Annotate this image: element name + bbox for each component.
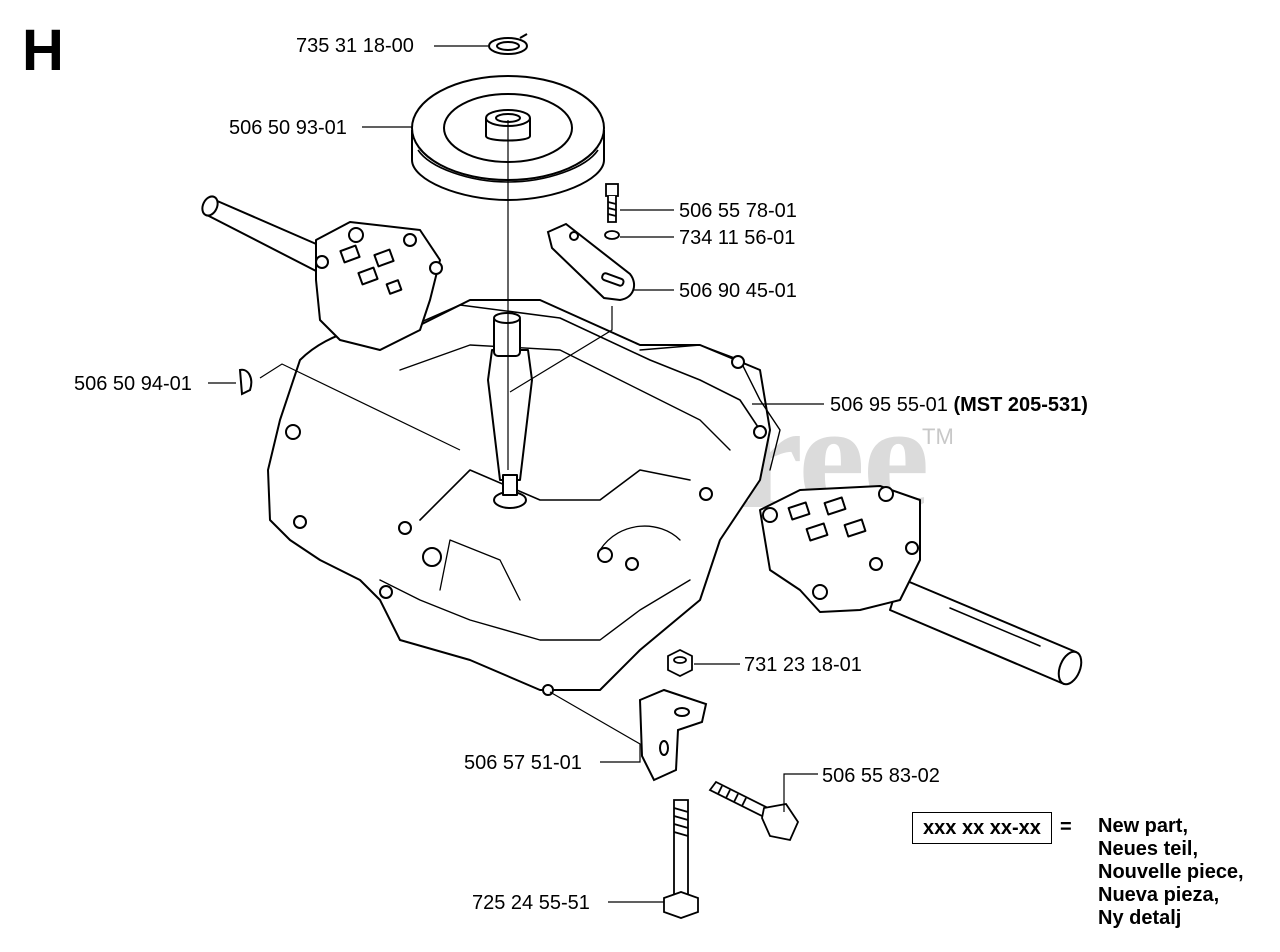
small-bolt — [605, 183, 619, 223]
legend-line: Ny detalj — [1098, 907, 1182, 929]
part-number: 731 23 18-01 — [744, 654, 862, 676]
part-number: 725 24 55-51 — [472, 892, 590, 914]
watermark-trademark: TM — [922, 424, 954, 449]
callout-506-95-55-01[interactable]: 506 95 55-01 (MST 205-531) — [830, 395, 1088, 415]
section-letter: H — [22, 18, 64, 83]
vertical-bolt — [663, 799, 699, 919]
hex-nut — [667, 648, 693, 678]
callout-506-55-78-01[interactable]: 506 55 78-01 — [679, 201, 797, 221]
right-bearing-block — [759, 485, 921, 613]
legend-line: Nueva pieza, — [1098, 884, 1220, 906]
right-axle-shaft — [889, 577, 1083, 686]
input-shaft — [487, 312, 533, 509]
legend-code-box: xxx xx xx-xx — [912, 812, 1052, 844]
link-plate — [546, 222, 636, 302]
callout-506-50-93-01[interactable]: 506 50 93-01 — [229, 118, 347, 138]
part-number: 506 55 83-02 — [822, 765, 940, 787]
legend-line: Nouvelle piece, — [1098, 861, 1244, 883]
washer — [604, 230, 620, 240]
legend-equals: = — [1060, 816, 1072, 838]
part-number: 735 31 18-00 — [296, 35, 414, 57]
callout-506-57-51-01[interactable]: 506 57 51-01 — [464, 753, 582, 773]
legend-line: Neues teil, — [1098, 838, 1199, 860]
part-number: 506 55 78-01 — [679, 200, 797, 222]
callout-725-24-55-51[interactable]: 725 24 55-51 — [472, 893, 590, 913]
long-bolt — [708, 780, 800, 842]
leader-lines — [208, 45, 824, 903]
retaining-ring — [488, 33, 528, 55]
left-axle-shaft — [201, 195, 331, 273]
callout-735-31-18-00[interactable]: 735 31 18-00 — [296, 36, 414, 56]
part-number: 506 57 51-01 — [464, 752, 582, 774]
part-number: 506 50 94-01 — [74, 373, 192, 395]
left-bearing-block — [315, 221, 443, 351]
angle-bracket — [638, 688, 708, 782]
part-number: 734 11 56-01 — [679, 227, 796, 249]
callout-506-50-94-01[interactable]: 506 50 94-01 — [74, 374, 192, 394]
callout-506-90-45-01[interactable]: 506 90 45-01 — [679, 281, 797, 301]
part-number: 506 50 93-01 — [229, 117, 347, 139]
legend-new-part-list: New part, Neues teil, Nouvelle piece, Nu… — [1098, 815, 1244, 930]
callout-506-55-83-02[interactable]: 506 55 83-02 — [822, 766, 940, 786]
woodruff-key — [238, 368, 253, 396]
part-note: (MST 205-531) — [953, 394, 1088, 416]
callout-731-23-18-01[interactable]: 731 23 18-01 — [744, 655, 862, 675]
part-number: 506 90 45-01 — [679, 280, 797, 302]
legend-line: New part, — [1098, 815, 1189, 837]
part-number: 506 95 55-01 — [830, 394, 948, 416]
callout-734-11-56-01[interactable]: 734 11 56-01 — [679, 228, 795, 248]
